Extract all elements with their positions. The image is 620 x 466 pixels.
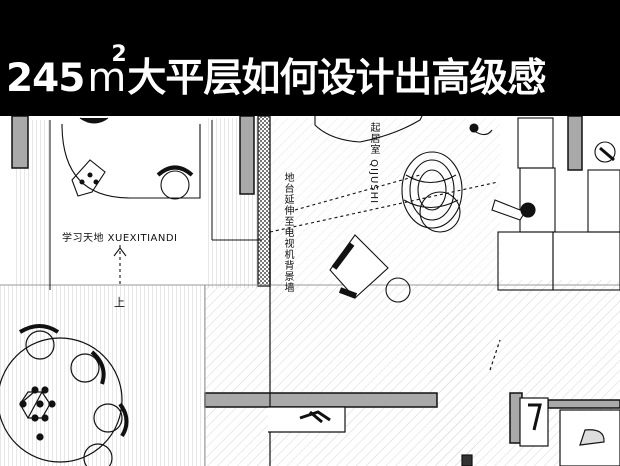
living-furniture (269, 115, 620, 303)
title-tagline: 大平层如何设计出高级感 (127, 56, 546, 101)
room-label-study: 学习天地 XUEXITIANDI (62, 233, 178, 244)
corridor-details (268, 339, 620, 466)
study-furniture (61, 117, 201, 285)
title-banner (0, 0, 620, 116)
hatched-floor-areas (0, 118, 620, 466)
stairs-up-label: 上 (114, 296, 125, 309)
annotation-tv-wall: 地台延伸至电视机背景墙 (282, 172, 293, 293)
area-superscript: 2 (111, 42, 126, 67)
room-label-living: 起居室 QIJUSHI (368, 122, 379, 205)
walls (0, 115, 620, 466)
area-number: 245 (6, 56, 85, 101)
round-dining-table (0, 324, 129, 466)
area-unit-letter: m (87, 55, 126, 101)
